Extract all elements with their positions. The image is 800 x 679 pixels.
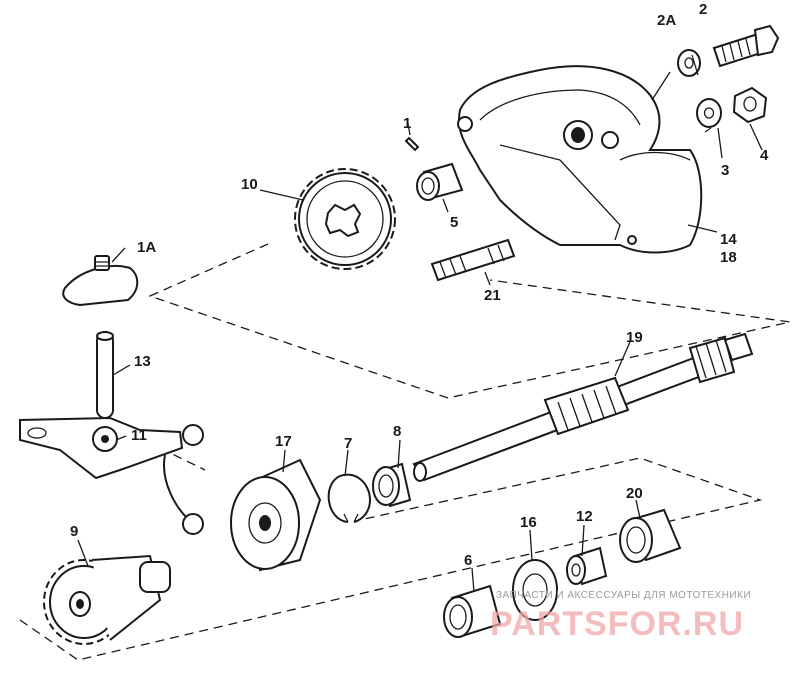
part-1a-plate: [62, 255, 139, 307]
label-16: 16: [520, 514, 537, 531]
label-11: 11: [131, 427, 147, 444]
label-5: 5: [450, 214, 458, 231]
leader-lines: [77, 54, 763, 593]
watermark: ЗАПЧАСТИ И АКСЕССУАРЫ ДЛЯ МОТОТЕХНИКИ PA…: [490, 590, 751, 643]
part-labels: 1 1A 2 2A 3 4 5 6 7 8 9 10 11 12 13 14 1…: [70, 1, 769, 569]
label-17: 17: [275, 433, 292, 450]
part-11-lever: [19, 416, 204, 535]
label-12: 12: [576, 508, 593, 525]
part-19-shaft: [412, 332, 754, 482]
label-20: 20: [626, 485, 643, 502]
label-8: 8: [393, 423, 401, 440]
label-4: 4: [760, 147, 769, 164]
part-5-bushing: [416, 162, 464, 201]
label-1: 1: [403, 115, 411, 132]
part-3-washer: [696, 98, 722, 128]
part-20-bushing: [619, 508, 682, 563]
part-1-pin: [404, 136, 420, 152]
part-2a-washer: [677, 49, 701, 77]
label-10: 10: [241, 176, 258, 193]
part-16-washer: [512, 559, 558, 621]
label-7: 7: [344, 435, 352, 452]
part-9-drive-gear: [43, 554, 171, 645]
watermark-tagline: ЗАПЧАСТИ И АКСЕССУАРЫ ДЛЯ МОТОТЕХНИКИ: [496, 590, 751, 601]
part-7-snap-ring: [327, 473, 372, 523]
label-9: 9: [70, 523, 78, 540]
part-2-bolt: [712, 24, 780, 68]
label-2: 2: [699, 1, 707, 18]
label-19: 19: [626, 329, 643, 346]
part-6-needle-bearing: [443, 584, 502, 638]
label-3: 3: [721, 162, 729, 179]
part-8-bearing: [372, 462, 412, 508]
label-1a: 1A: [137, 239, 156, 256]
part-13-pin: [96, 331, 114, 419]
housing-cover: [457, 65, 703, 254]
watermark-brand: PARTSFOR.RU: [490, 605, 744, 643]
label-14: 14: [720, 231, 737, 248]
part-4-nut: [732, 86, 768, 124]
label-2a: 2A: [657, 12, 676, 29]
label-6: 6: [464, 552, 472, 569]
label-21: 21: [484, 287, 501, 304]
part-21-stud: [430, 238, 516, 282]
part-17-pulley: [230, 458, 322, 572]
part-10-gear: [294, 168, 396, 270]
part-12-bushing: [566, 546, 608, 586]
label-18: 18: [720, 249, 737, 266]
label-13: 13: [134, 353, 151, 370]
